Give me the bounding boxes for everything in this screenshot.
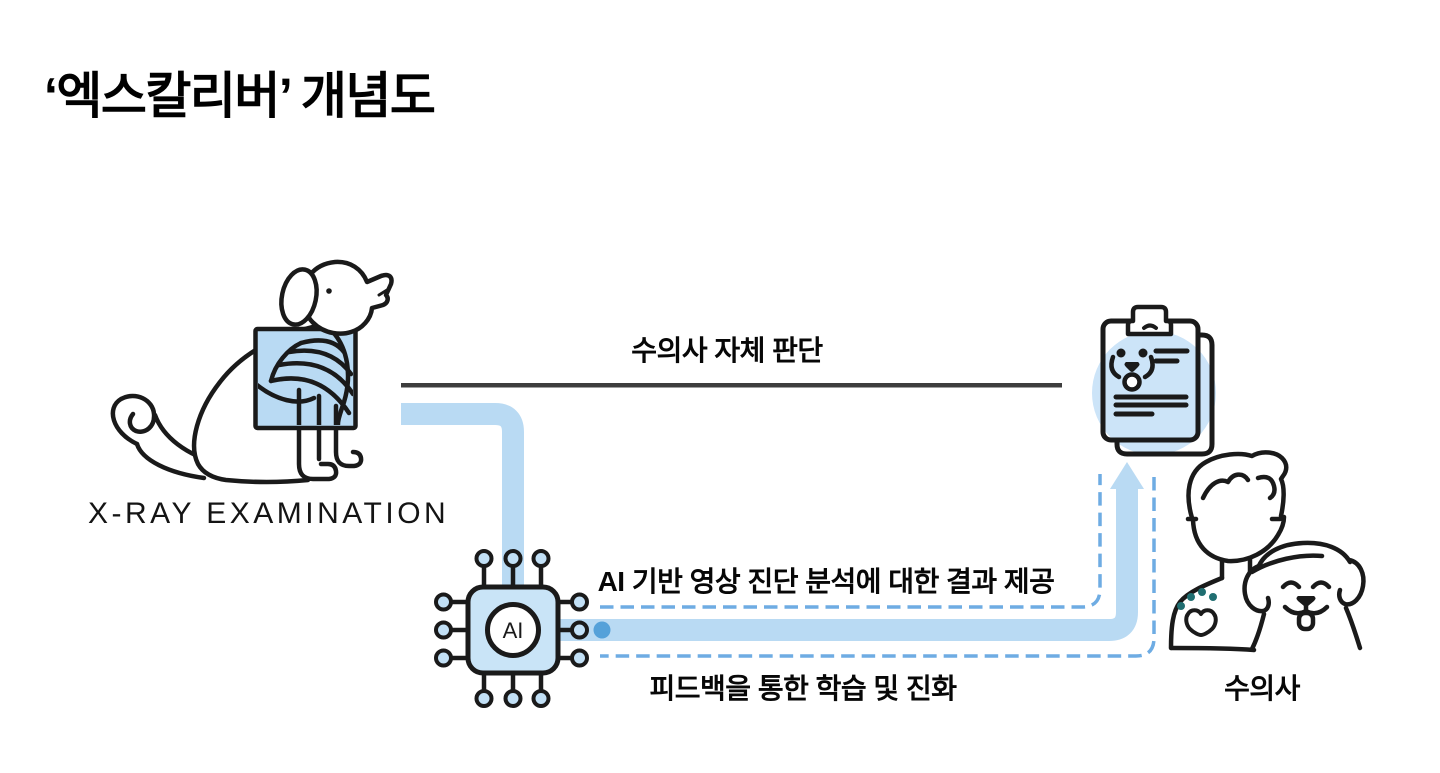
vet-with-dog-icon (1168, 450, 1366, 653)
xray-to-ai-flow (401, 403, 524, 600)
edge-label-ai-result: AI 기반 영상 진단 분석에 대한 결과 제공 (597, 566, 1055, 597)
feedback-dashed-lines (600, 474, 1156, 658)
edge-label-feedback: 피드백을 통한 학습 및 진화 (649, 673, 957, 704)
self-judgment-line (401, 383, 1062, 388)
dog-ear (279, 267, 319, 327)
dashed-line-lower (600, 477, 1156, 658)
flow-start-dot (593, 621, 611, 639)
xray-examination-label: X-RAY EXAMINATION (88, 497, 450, 530)
dashed-line-upper (600, 474, 1102, 609)
dog-eye (326, 288, 332, 294)
dog-xray-icon (110, 259, 394, 485)
diagnosis-report-icon (1092, 304, 1216, 457)
ai-chip-icon: AI (434, 549, 589, 708)
page-title: ‘엑스칼리버’ 개념도 (44, 68, 436, 124)
arrowhead-up (1110, 462, 1144, 489)
veterinarian-label: 수의사 (1224, 673, 1300, 704)
edge-label-self-judgment: 수의사 자체 판단 (631, 335, 823, 366)
ai-to-report-arrow (556, 462, 1144, 641)
ai-chip-label: AI (503, 618, 524, 643)
